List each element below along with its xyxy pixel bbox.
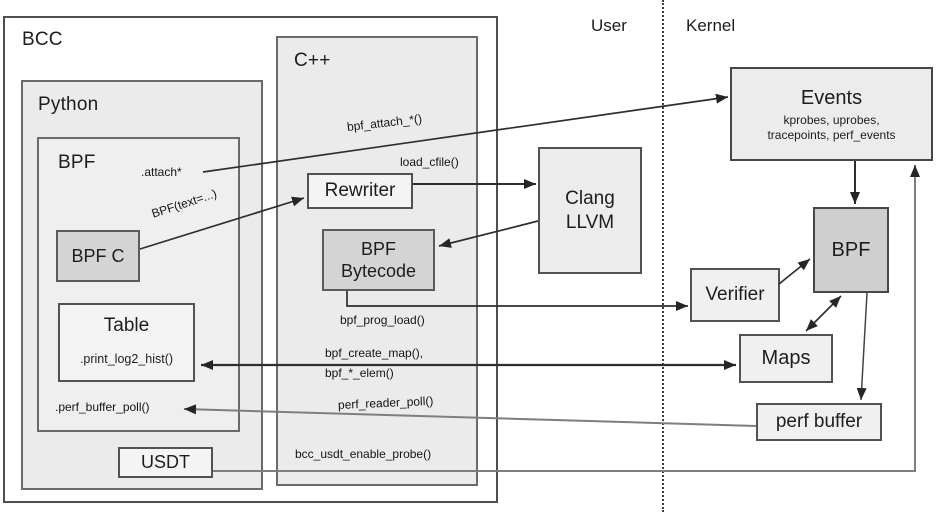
usdt-node: USDT <box>118 447 213 478</box>
user-kernel-divider <box>662 0 664 512</box>
clang-line1: Clang <box>565 187 615 209</box>
events-node-title: Events <box>800 86 863 109</box>
verifier-node: Verifier <box>690 268 780 322</box>
bpf-kernel-node: BPF <box>813 207 889 293</box>
bcc-label: BCC <box>22 29 63 50</box>
bpf-kernel-node-label: BPF <box>831 238 871 261</box>
load-cfile-edge-label: load_cfile() <box>400 155 459 169</box>
clang-llvm-node: Clang LLVM <box>538 147 642 274</box>
rewriter-node-label: Rewriter <box>324 180 396 202</box>
table-node-method: .print_log2_hist() <box>79 351 174 366</box>
bpf-create-map-edge-label: bpf_create_map(), <box>325 346 424 360</box>
bcc-usdt-enable-probe-edge-label: bcc_usdt_enable_probe() <box>295 447 432 461</box>
verifier-node-label: Verifier <box>705 284 765 306</box>
python-label: Python <box>38 94 99 115</box>
perf-buffer-poll-edge-label: .perf_buffer_poll() <box>55 400 150 414</box>
attach-edge-label: .attach* <box>141 165 182 179</box>
cpp-label: C++ <box>294 50 331 71</box>
events-node-sub2: tracepoints, perf_events <box>767 127 896 142</box>
bpf-bytecode-node: BPF Bytecode <box>322 229 435 291</box>
connector-verifier-to-bpf <box>778 258 811 285</box>
events-node: Events kprobes, uprobes, tracepoints, pe… <box>730 67 933 161</box>
clang-line2: LLVM <box>565 211 615 233</box>
perf-buffer-node-label: perf buffer <box>775 411 863 433</box>
bpf-c-node: BPF C <box>56 230 140 282</box>
bpf-prog-load-edge-label: bpf_prog_load() <box>340 313 425 327</box>
bpf-c-node-label: BPF C <box>71 245 125 266</box>
connector-bpf-to-perfbuffer <box>856 292 868 401</box>
table-node-title: Table <box>103 315 150 336</box>
table-node: Table .print_log2_hist() <box>58 303 195 382</box>
maps-node-label: Maps <box>761 347 811 369</box>
usdt-node-label: USDT <box>141 452 190 473</box>
bpf-bytecode-line2: Bytecode <box>340 261 417 281</box>
user-label: User <box>591 16 627 35</box>
events-node-sub1: kprobes, uprobes, <box>783 112 880 127</box>
connector-bpf-maps <box>805 295 842 332</box>
rewriter-node: Rewriter <box>307 173 413 209</box>
perf-buffer-node: perf buffer <box>756 403 882 441</box>
bpf-bytecode-line1: BPF <box>360 238 396 259</box>
maps-node: Maps <box>739 334 833 383</box>
bpf-elem-edge-label: bpf_*_elem() <box>325 366 394 380</box>
kernel-label: Kernel <box>686 16 736 35</box>
bpf-python-object-box <box>37 137 240 432</box>
bpf-python-label: BPF <box>58 152 96 173</box>
